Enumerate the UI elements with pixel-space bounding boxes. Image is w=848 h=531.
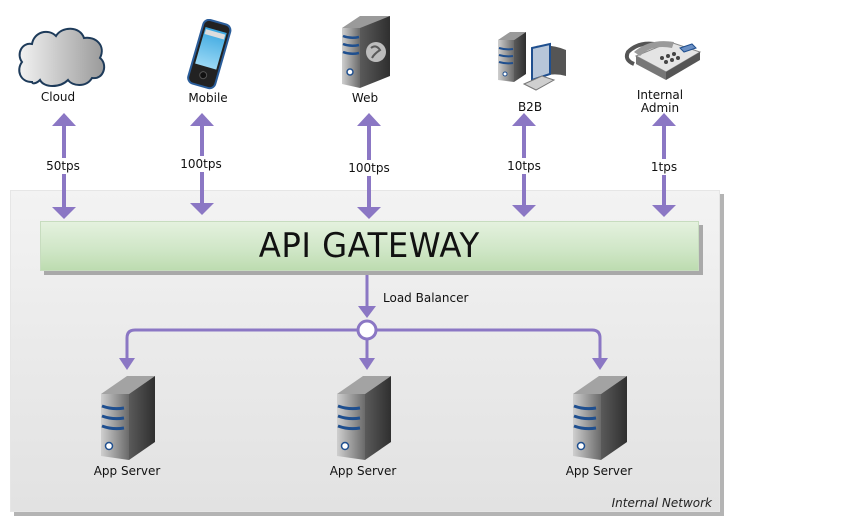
app-server-icon[interactable] xyxy=(97,372,159,462)
client-label-b2b: B2B xyxy=(517,100,543,114)
tps-label-b2b: 10tps xyxy=(507,158,541,174)
app-server-icon[interactable] xyxy=(569,372,631,462)
desk-phone-icon xyxy=(624,41,702,80)
api-gateway[interactable]: API GATEWAY xyxy=(40,221,699,271)
internal-network-label: Internal Network xyxy=(611,496,712,510)
arrowhead-server-2 xyxy=(359,358,375,370)
client-label-internal-admin-line1: Internal xyxy=(636,88,684,102)
client-label-internal-admin-line2: Admin xyxy=(640,101,680,115)
client-label-web: Web xyxy=(351,91,379,105)
tps-label-mobile: 100tps xyxy=(180,156,222,172)
server-label-1: App Server xyxy=(93,464,161,478)
mobile-phone-icon xyxy=(187,19,232,90)
arrowhead-server-1 xyxy=(119,358,135,370)
load-balancer-label: Load Balancer xyxy=(383,291,469,305)
api-gateway-title: API GATEWAY xyxy=(259,226,480,266)
server-label-2: App Server xyxy=(329,464,397,478)
cloud-icon xyxy=(18,27,106,87)
client-label-mobile: Mobile xyxy=(188,91,228,105)
tps-label-cloud: 50tps xyxy=(46,158,80,174)
server-label-3: App Server xyxy=(565,464,633,478)
desktop-computer-icon xyxy=(498,32,566,91)
tps-label-internal-admin: 1tps xyxy=(650,159,678,175)
client-label-cloud: Cloud xyxy=(40,90,76,104)
arrow-gateway-to-balancer xyxy=(358,272,376,318)
web-server-icon xyxy=(342,16,390,88)
tps-label-web: 100tps xyxy=(348,160,390,176)
arrowhead-server-3 xyxy=(592,358,608,370)
app-server-icon[interactable] xyxy=(333,372,395,462)
client-label-internal-admin: Internal Admin xyxy=(637,89,683,115)
load-balancer-node xyxy=(356,319,378,341)
